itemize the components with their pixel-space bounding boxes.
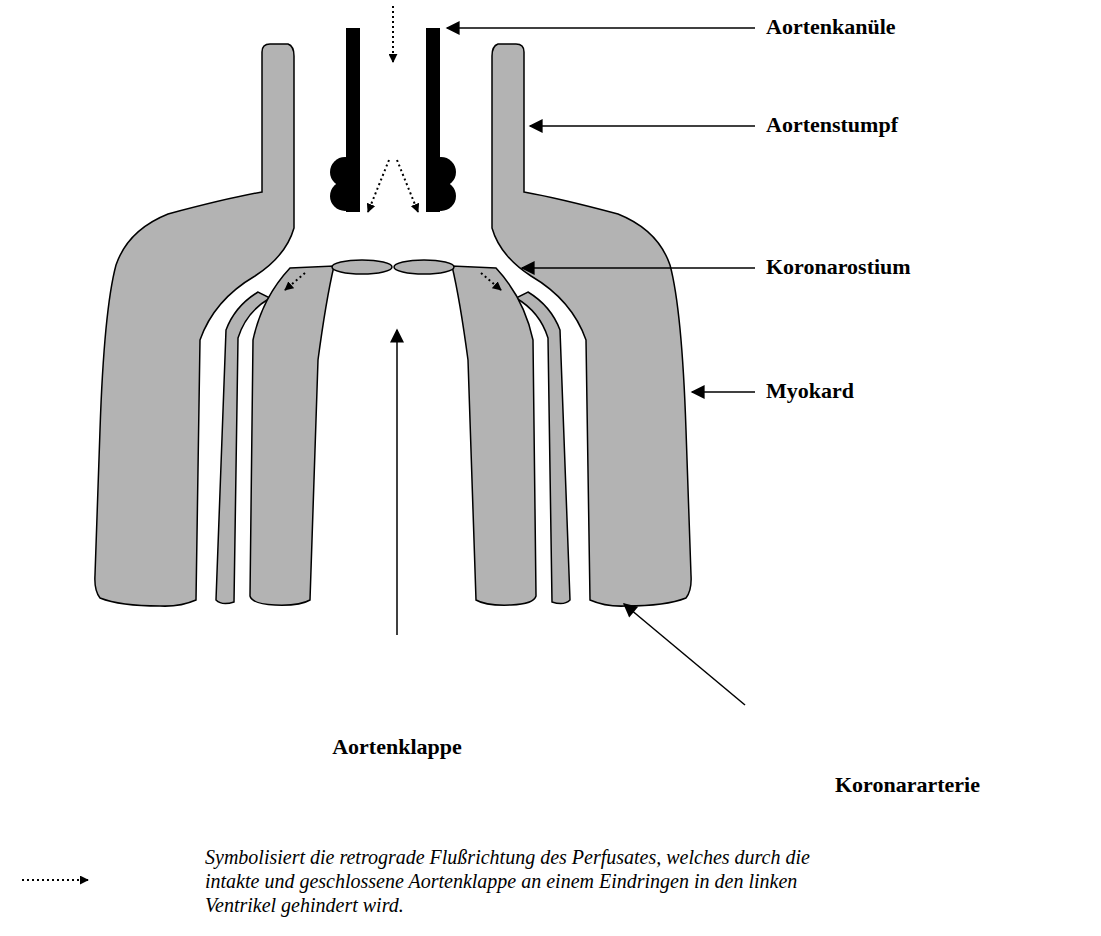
legend-sample — [22, 880, 88, 881]
part-label: Koronararterie — [835, 772, 980, 797]
part-label: Aortenklappe — [332, 734, 462, 759]
part-label: Aortenkanüle — [766, 14, 896, 39]
part-label: Aortenstumpf — [766, 112, 898, 137]
legend-text: Symbolisiert die retrograde Flußrichtung… — [205, 845, 845, 917]
part-label: Myokard — [766, 378, 854, 403]
part-label: Koronarostium — [766, 254, 911, 279]
